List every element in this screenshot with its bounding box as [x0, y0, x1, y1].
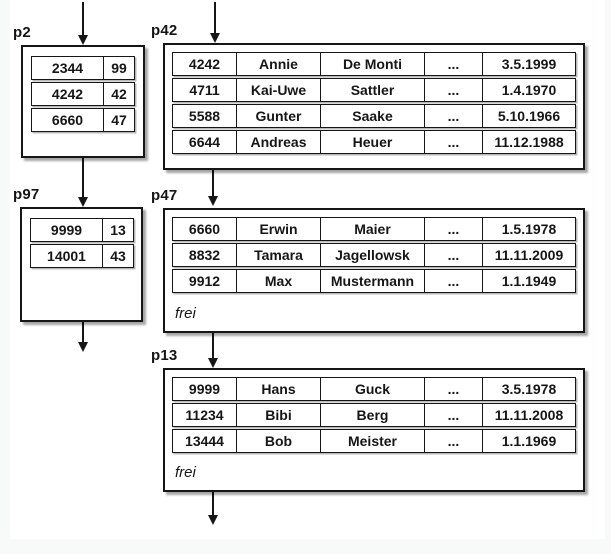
table-cell: 6660	[173, 218, 237, 240]
table-cell: Hans	[237, 378, 321, 400]
table-cell: 11.11.2008	[494, 407, 564, 423]
table-cell: 11234	[173, 404, 237, 426]
table-cell: Sattler	[321, 79, 425, 101]
table-cell: 1.5.1978	[501, 221, 557, 237]
arrow-p42-to-p47	[208, 170, 218, 206]
table-cell: 43	[110, 248, 126, 264]
arrow-p2-to-p97	[78, 158, 88, 207]
table-cell: Bob	[237, 430, 321, 452]
page-box-p97: 9999 13 14001 43	[20, 207, 143, 322]
free-space-label: frei	[175, 305, 196, 322]
table-cell: 4242	[173, 53, 237, 75]
arrow-top-into-p42	[210, 2, 220, 43]
table-row: 2344 99	[31, 56, 135, 80]
table-cell: 6644	[173, 131, 237, 153]
table-cell: 5.10.1966	[497, 108, 561, 124]
table-cell: 11.12.1988	[494, 134, 564, 150]
table-cell: 3.5.1999	[501, 56, 557, 72]
table-cell: 1.1.1969	[501, 433, 557, 449]
table-cell: 9999	[173, 378, 237, 400]
table-cell: 9999	[31, 219, 103, 241]
table-cell: ...	[425, 430, 483, 452]
table-cell: 6660	[32, 109, 104, 131]
table-cell: Tamara	[237, 244, 321, 266]
page-label-p2: p2	[13, 24, 31, 41]
table-cell: 4242	[32, 83, 104, 105]
page-label-p42: p42	[151, 22, 178, 39]
table-cell: Max	[237, 270, 321, 292]
table-cell: 4711	[173, 79, 237, 101]
arrow-p13-out	[208, 492, 218, 525]
table-cell: Mustermann	[321, 270, 425, 292]
table-cell: Annie	[237, 53, 321, 75]
table-cell: ...	[425, 244, 483, 266]
table-cell: ...	[425, 270, 483, 292]
page-label-p47: p47	[151, 187, 178, 204]
arrow-top-into-p2	[78, 2, 88, 45]
table-cell: 99	[111, 60, 127, 76]
table-cell: ...	[425, 79, 483, 101]
page-label-p13: p13	[151, 347, 178, 364]
table-row: 14001 43	[30, 244, 134, 268]
table-cell: 11.11.2009	[494, 247, 564, 263]
table-cell: Andreas	[237, 131, 321, 153]
index-table-p97: 9999 13 14001 43	[30, 218, 134, 270]
table-cell: Gunter	[237, 105, 321, 127]
table-cell: ...	[425, 131, 483, 153]
table-cell: ...	[425, 105, 483, 127]
table-cell: Berg	[321, 404, 425, 426]
table-cell: Jagellowsk	[321, 244, 425, 266]
table-cell: De Monti	[321, 53, 425, 75]
arrow-p47-to-p13	[208, 333, 218, 368]
table-cell: 5588	[173, 105, 237, 127]
table-cell: Maier	[321, 218, 425, 240]
table-cell: Saake	[321, 105, 425, 127]
table-cell: 3.5.1978	[501, 381, 557, 397]
page-label-p97: p97	[13, 186, 40, 203]
table-cell: ...	[425, 218, 483, 240]
table-row: 6660 47	[31, 108, 135, 132]
table-cell: 9912	[173, 270, 237, 292]
table-cell: Erwin	[237, 218, 321, 240]
arrow-p97-out	[78, 322, 88, 352]
table-cell: ...	[425, 404, 483, 426]
table-cell: 2344	[32, 57, 104, 79]
table-row: 9999 13	[30, 218, 134, 242]
table-cell: Bibi	[237, 404, 321, 426]
table-cell: Guck	[321, 378, 425, 400]
table-cell: Kai-Uwe	[237, 79, 321, 101]
table-cell: 47	[111, 112, 127, 128]
table-cell: 13	[110, 222, 126, 238]
table-cell: ...	[425, 378, 483, 400]
table-cell: Meister	[321, 430, 425, 452]
table-cell: 42	[111, 86, 127, 102]
table-cell: 8832	[173, 244, 237, 266]
table-cell: 14001	[31, 245, 103, 267]
table-cell: 1.4.1970	[501, 82, 557, 98]
table-cell: ...	[425, 53, 483, 75]
free-space-label: frei	[175, 464, 196, 481]
table-cell: 1.1.1949	[501, 273, 557, 289]
table-cell: Heuer	[321, 131, 425, 153]
table-cell: 13444	[173, 430, 237, 452]
